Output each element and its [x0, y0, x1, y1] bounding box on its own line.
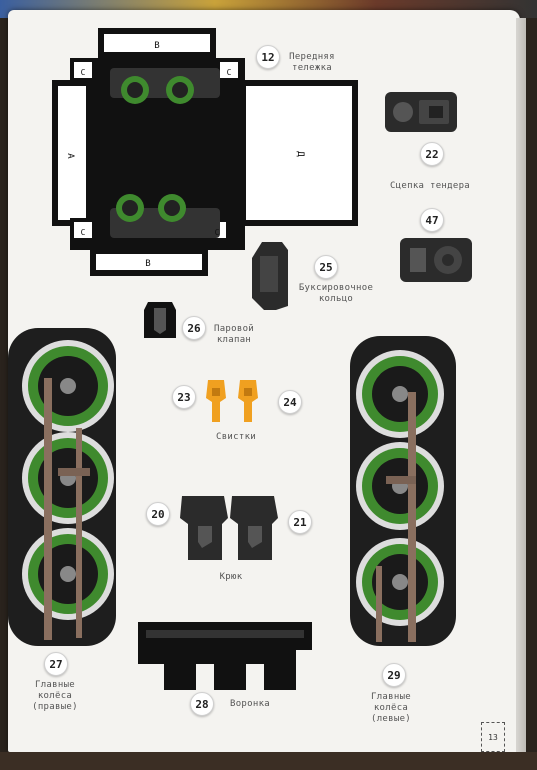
part-number-29: 29 [382, 663, 406, 687]
steam-valve-piece [144, 302, 176, 338]
part-number-28: 28 [190, 692, 214, 716]
part-number-24: 24 [278, 390, 302, 414]
whistles-label: Свистки [215, 432, 257, 442]
template-letter-c-2: C [227, 68, 232, 77]
table-surface [0, 752, 537, 770]
template-letter-d: Д [295, 151, 305, 157]
part-label-main-wheels-left: Главные колёса (левые) [370, 692, 412, 724]
front-bogie-template: B C C C C A Д B [52, 28, 358, 276]
main-wheels-left-piece [350, 336, 456, 646]
part-number-22: 22 [420, 142, 444, 166]
part-47-piece [400, 238, 472, 282]
part-number-21: 21 [288, 510, 312, 534]
towing-ring-piece [252, 242, 288, 310]
page-number: 13 [481, 722, 505, 752]
main-wheels-right-piece [8, 328, 116, 646]
template-letter-c-1: C [81, 68, 86, 77]
tender-coupling-piece [385, 92, 457, 132]
part-label-towing-ring: Буксировочное кольцо [298, 283, 374, 304]
part-number-27: 27 [44, 652, 68, 676]
part-label-tender-coupling: Сцепка тендера [389, 181, 471, 191]
part-number-12: 12 [256, 45, 280, 69]
part-number-26: 26 [182, 316, 206, 340]
page-edge [516, 18, 526, 753]
template-letter-c-3: C [81, 228, 86, 237]
template-letter-c-4: C [215, 228, 220, 237]
template-letter-b-top: B [154, 41, 159, 51]
part-label-funnel: Воронка [229, 699, 271, 709]
template-letter-a: A [65, 153, 75, 159]
part-number-23: 23 [172, 385, 196, 409]
hook-label: Крюк [219, 572, 243, 582]
whistle-left-piece [206, 380, 226, 422]
part-number-47: 47 [420, 208, 444, 232]
funnel-piece [138, 622, 312, 690]
hook-pieces [180, 496, 278, 560]
part-label-front-bogie: Передняя тележка [289, 52, 335, 73]
part-number-25: 25 [314, 255, 338, 279]
part-label-steam-valve: Паровой клапан [213, 324, 255, 345]
part-number-20: 20 [146, 502, 170, 526]
whistle-right-piece [238, 380, 258, 422]
template-letter-b-bottom: B [145, 259, 150, 269]
part-label-main-wheels-right: Главные колёса (правые) [32, 680, 78, 712]
